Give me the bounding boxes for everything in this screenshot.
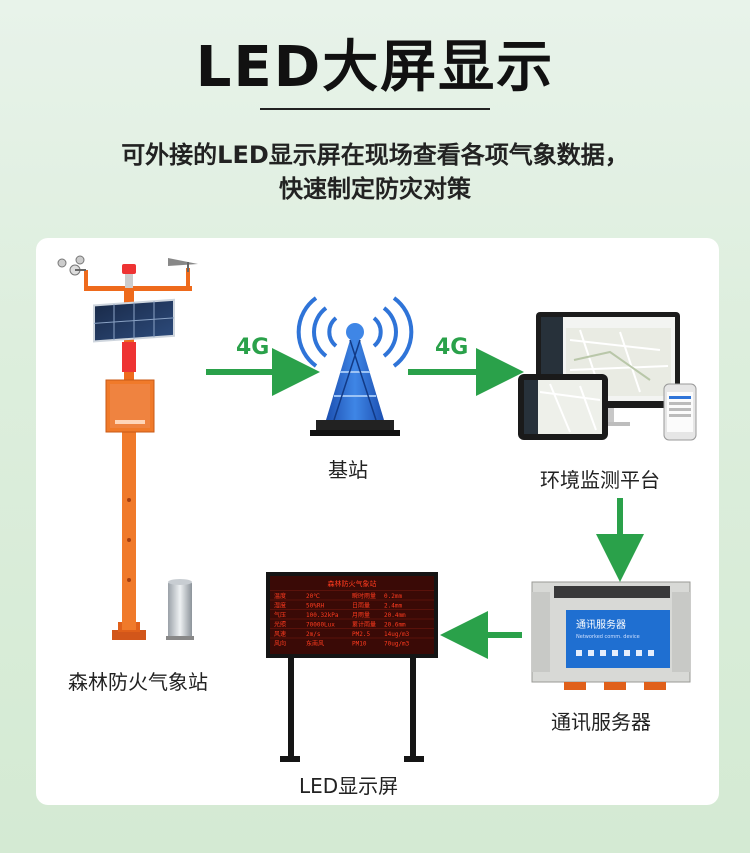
- led-cell: 50%RH: [306, 603, 324, 610]
- led-cell: 气压: [274, 611, 286, 619]
- led-cell: 湿度: [274, 602, 286, 610]
- led-cell: 70ug/m3: [384, 641, 410, 648]
- node-label-server: 通讯服务器: [551, 710, 651, 734]
- node-label-station: 森林防火气象站: [68, 670, 208, 694]
- page-subtitle: 可外接的LED显示屏在现场查看各项气象数据， 快速制定防灾对策: [0, 138, 750, 206]
- led-cell: 20℃: [306, 593, 320, 600]
- led-cell: PM10: [352, 641, 367, 648]
- led-cell: 温度: [274, 592, 286, 600]
- subtitle-line-2: 快速制定防灾对策: [279, 175, 471, 203]
- comm-server-icon: 通讯服务器 Networked comm. device: [531, 581, 691, 690]
- led-cell: 20.6mm: [384, 622, 406, 629]
- led-display-board-icon: 森林防火气象站 温度 20℃ 瞬时雨量 0.2mm 湿度 50%RH 日雨量 2.4mm 气压 1…: [266, 572, 438, 762]
- monitoring-platform-icon: [518, 312, 697, 441]
- node-label-tower: 基站: [328, 458, 368, 482]
- server-device-subname: Networked comm. device: [576, 634, 640, 640]
- led-cell: 2.4mm: [384, 603, 402, 610]
- led-cell: 风速: [274, 631, 286, 638]
- weather-station-icon: [57, 255, 198, 640]
- led-cell: 风向: [274, 640, 286, 648]
- node-label-platform: 环境监测平台: [540, 468, 660, 492]
- led-cell: 日雨量: [352, 603, 370, 610]
- led-cell: 瞬时雨量: [352, 592, 376, 600]
- led-screen-rows: 温度 20℃ 瞬时雨量 0.2mm 湿度 50%RH 日雨量 2.4mm 气压 100.32kPa…: [270, 590, 434, 648]
- node-label-led: LED显示屏: [299, 774, 399, 798]
- server-device-name: 通讯服务器: [576, 618, 626, 631]
- led-cell: 70000Lux: [306, 622, 335, 629]
- page-title: LED大屏显示: [195, 35, 555, 100]
- link-label-4g-1: 4G: [236, 335, 270, 360]
- led-cell: 月雨量: [352, 612, 370, 619]
- led-cell: PM2.5: [352, 631, 370, 638]
- link-label-4g-2: 4G: [435, 335, 469, 360]
- led-cell: 100.32kPa: [306, 612, 339, 619]
- led-cell: 光照: [274, 621, 286, 629]
- led-cell: 20.4mm: [384, 612, 406, 619]
- cell-tower-icon: [296, 296, 414, 436]
- led-cell: 东南风: [306, 640, 324, 648]
- title-divider: [260, 108, 490, 110]
- led-cell: 0.2mm: [384, 593, 402, 600]
- led-cell: 累计雨量: [352, 621, 376, 629]
- led-cell: 2m/s: [306, 631, 321, 638]
- subtitle-line-1: 可外接的LED显示屏在现场查看各项气象数据，: [121, 141, 629, 169]
- led-cell: 14ug/m3: [384, 631, 410, 638]
- led-screen-header: 森林防火气象站: [328, 579, 377, 588]
